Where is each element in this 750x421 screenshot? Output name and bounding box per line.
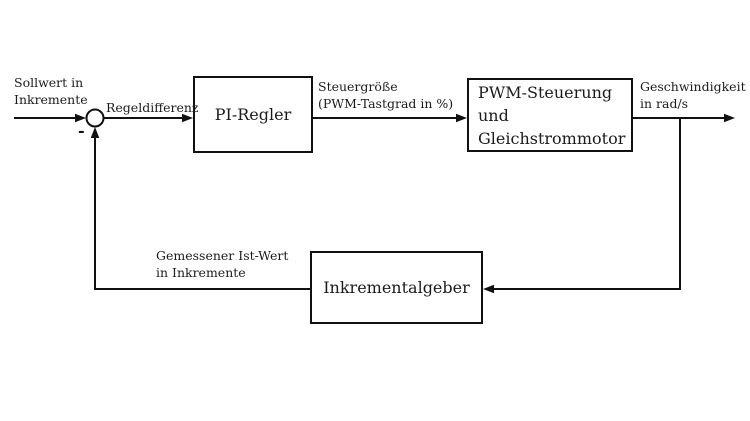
feedback-up-arrowhead [90, 127, 100, 138]
label-istwert: Gemessener Ist-Wert in Inkremente [156, 248, 289, 280]
block-pwm-motor: PWM-Steuerung und Gleichstrommotor [467, 78, 633, 152]
block-inkrementalgeber: Inkrementalgeber [310, 251, 483, 324]
feedback-in-arrowhead [483, 284, 494, 294]
output-arrowhead [724, 113, 735, 123]
summing-junction [85, 108, 105, 128]
block-inkrementalgeber-label: Inkrementalgeber [323, 278, 470, 297]
control-arrowhead [456, 113, 467, 123]
label-geschwindigkeit: Geschwindigkeit in rad/s [640, 79, 746, 111]
label-steuergroesse: Steuergröße (PWM-Tastgrad in %) [318, 79, 454, 111]
block-pi-regler-label: PI-Regler [214, 105, 292, 124]
block-pi-regler: PI-Regler [193, 76, 313, 153]
input-arrowhead [75, 113, 86, 123]
minus-sign: - [78, 121, 85, 140]
label-sollwert: Sollwert in Inkremente [14, 75, 88, 107]
block-pwm-motor-label: PWM-Steuerung und Gleichstrommotor [478, 82, 626, 148]
feedback-return-line [94, 136, 310, 290]
label-regeldifferenz: Regeldifferenz [106, 100, 199, 115]
feedback-branch-line [492, 117, 681, 290]
error-arrowhead [182, 113, 193, 123]
